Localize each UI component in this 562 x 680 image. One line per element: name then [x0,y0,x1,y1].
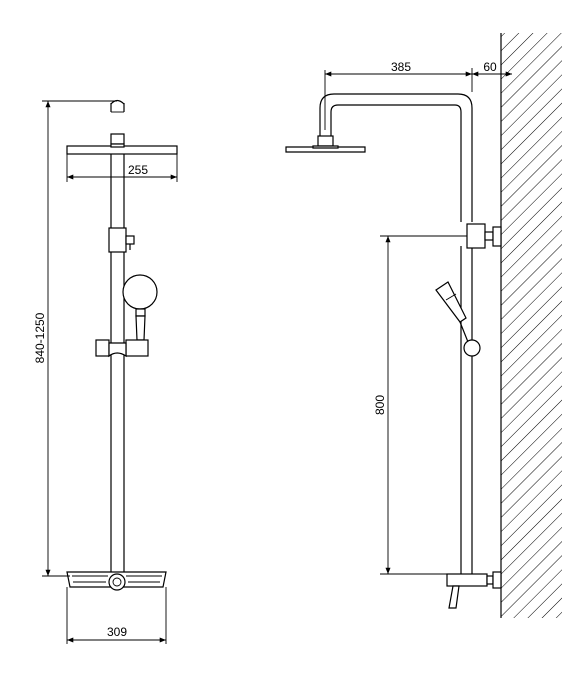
wall [500,33,562,618]
dim-head-width: 255 [66,154,178,182]
front-shower-head [66,143,178,155]
side-riser-pipe [460,246,473,578]
dim-head-width-label: 255 [128,163,148,177]
dim-outlet-height: 800 [373,235,467,575]
front-view: 840-1250 255 309 [33,99,178,644]
dim-arm-length-label: 385 [391,60,411,74]
side-upper-bracket [466,223,502,249]
front-mixer-valve [66,571,167,591]
dim-base-width: 309 [66,587,167,644]
front-slide-holder [95,339,149,358]
side-shower-head [285,135,366,153]
dim-outlet-height-label: 800 [373,395,387,415]
front-diverter [108,227,135,253]
side-view: 385 60 800 [285,33,562,618]
dim-wall-offset: 60 [472,60,512,77]
dim-height-label: 840-1250 [33,312,47,363]
front-riser-top [110,99,125,145]
dim-arm-length: 385 [324,60,473,130]
side-hand-shower [435,281,481,357]
front-riser-pipe [110,154,125,573]
side-mixer-valve [446,571,502,609]
dim-base-width-label: 309 [107,625,127,639]
dim-wall-offset-label: 60 [483,60,497,74]
side-shower-arm [319,93,473,222]
dim-height: 840-1250 [33,100,117,577]
front-hand-shower [122,274,158,341]
